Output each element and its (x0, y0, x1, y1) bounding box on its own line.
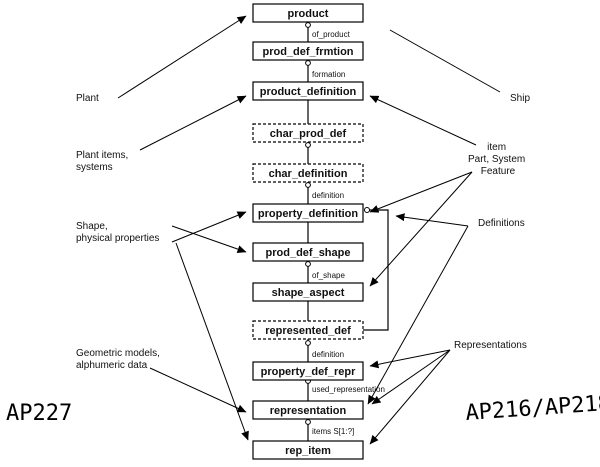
entity-product: product (252, 3, 364, 23)
relation-marker (305, 142, 311, 148)
entity-char-prod-def: char_prod_def (252, 123, 364, 143)
entity-representation: representation (252, 400, 364, 420)
annotation-representations: Representations (454, 340, 527, 351)
entity-label: property_definition (258, 208, 359, 220)
entity-label: property_def_repr (261, 366, 356, 378)
annotation-shape: Shape, physical properties (76, 221, 159, 244)
relation-label: formation (312, 70, 345, 79)
relation-labels: of_product formation definition of_shape… (312, 30, 385, 436)
entity-prod-def-shape: prod_def_shape (252, 242, 364, 262)
entity-label: product (288, 8, 329, 20)
standard-label-left: AP227 (6, 401, 72, 426)
entity-shape-aspect: shape_aspect (252, 282, 364, 302)
annotation-item: item Part, System Feature (468, 142, 528, 177)
entity-label: prod_def_shape (266, 247, 351, 259)
relation-marker (305, 60, 311, 66)
relation-label: definition (312, 191, 344, 200)
relation-label: of_shape (312, 271, 345, 280)
annotations: Plant Ship Plant items, systems item Par… (76, 93, 530, 371)
entity-rep-item: rep_item (252, 440, 364, 460)
annotation-definitions: Definitions (478, 218, 525, 229)
standard-label-right: AP216/AP218 (465, 391, 600, 426)
entity-label: prod_def_frmtion (262, 46, 353, 58)
relation-marker (305, 182, 311, 188)
relation-label: definition (312, 350, 344, 359)
relation-label: used_representation (312, 385, 385, 394)
entity-represented-def: represented_def (252, 320, 364, 340)
annotation-plant: Plant (76, 93, 99, 104)
relation-label: of_product (312, 30, 351, 39)
entity-property-definition: property_definition (252, 203, 364, 223)
annotation-ship: Ship (510, 93, 530, 104)
entity-property-def-repr: property_def_repr (252, 361, 364, 381)
entity-product-definition: product_definition (252, 81, 364, 101)
entity-label: rep_item (285, 445, 331, 457)
entity-label: shape_aspect (272, 287, 345, 299)
entity-label: represented_def (265, 325, 351, 337)
annotation-arrows (117, 15, 501, 445)
relation-marker (305, 261, 311, 267)
relation-marker (305, 340, 311, 346)
entity-label: char_prod_def (270, 128, 347, 140)
relation-label: items S[1:?] (312, 427, 354, 436)
annotation-geometric: Geometric models, alphumeric data (76, 348, 163, 371)
entity-prod-def-frmtion: prod_def_frmtion (252, 41, 364, 61)
entity-char-definition: char_definition (252, 163, 364, 183)
annotation-plant-items: Plant items, systems (76, 150, 131, 173)
entity-label: representation (270, 405, 347, 417)
entity-label: char_definition (269, 168, 348, 180)
entity-label: product_definition (260, 86, 357, 98)
relation-marker (305, 22, 311, 28)
relation-marker (305, 419, 311, 425)
